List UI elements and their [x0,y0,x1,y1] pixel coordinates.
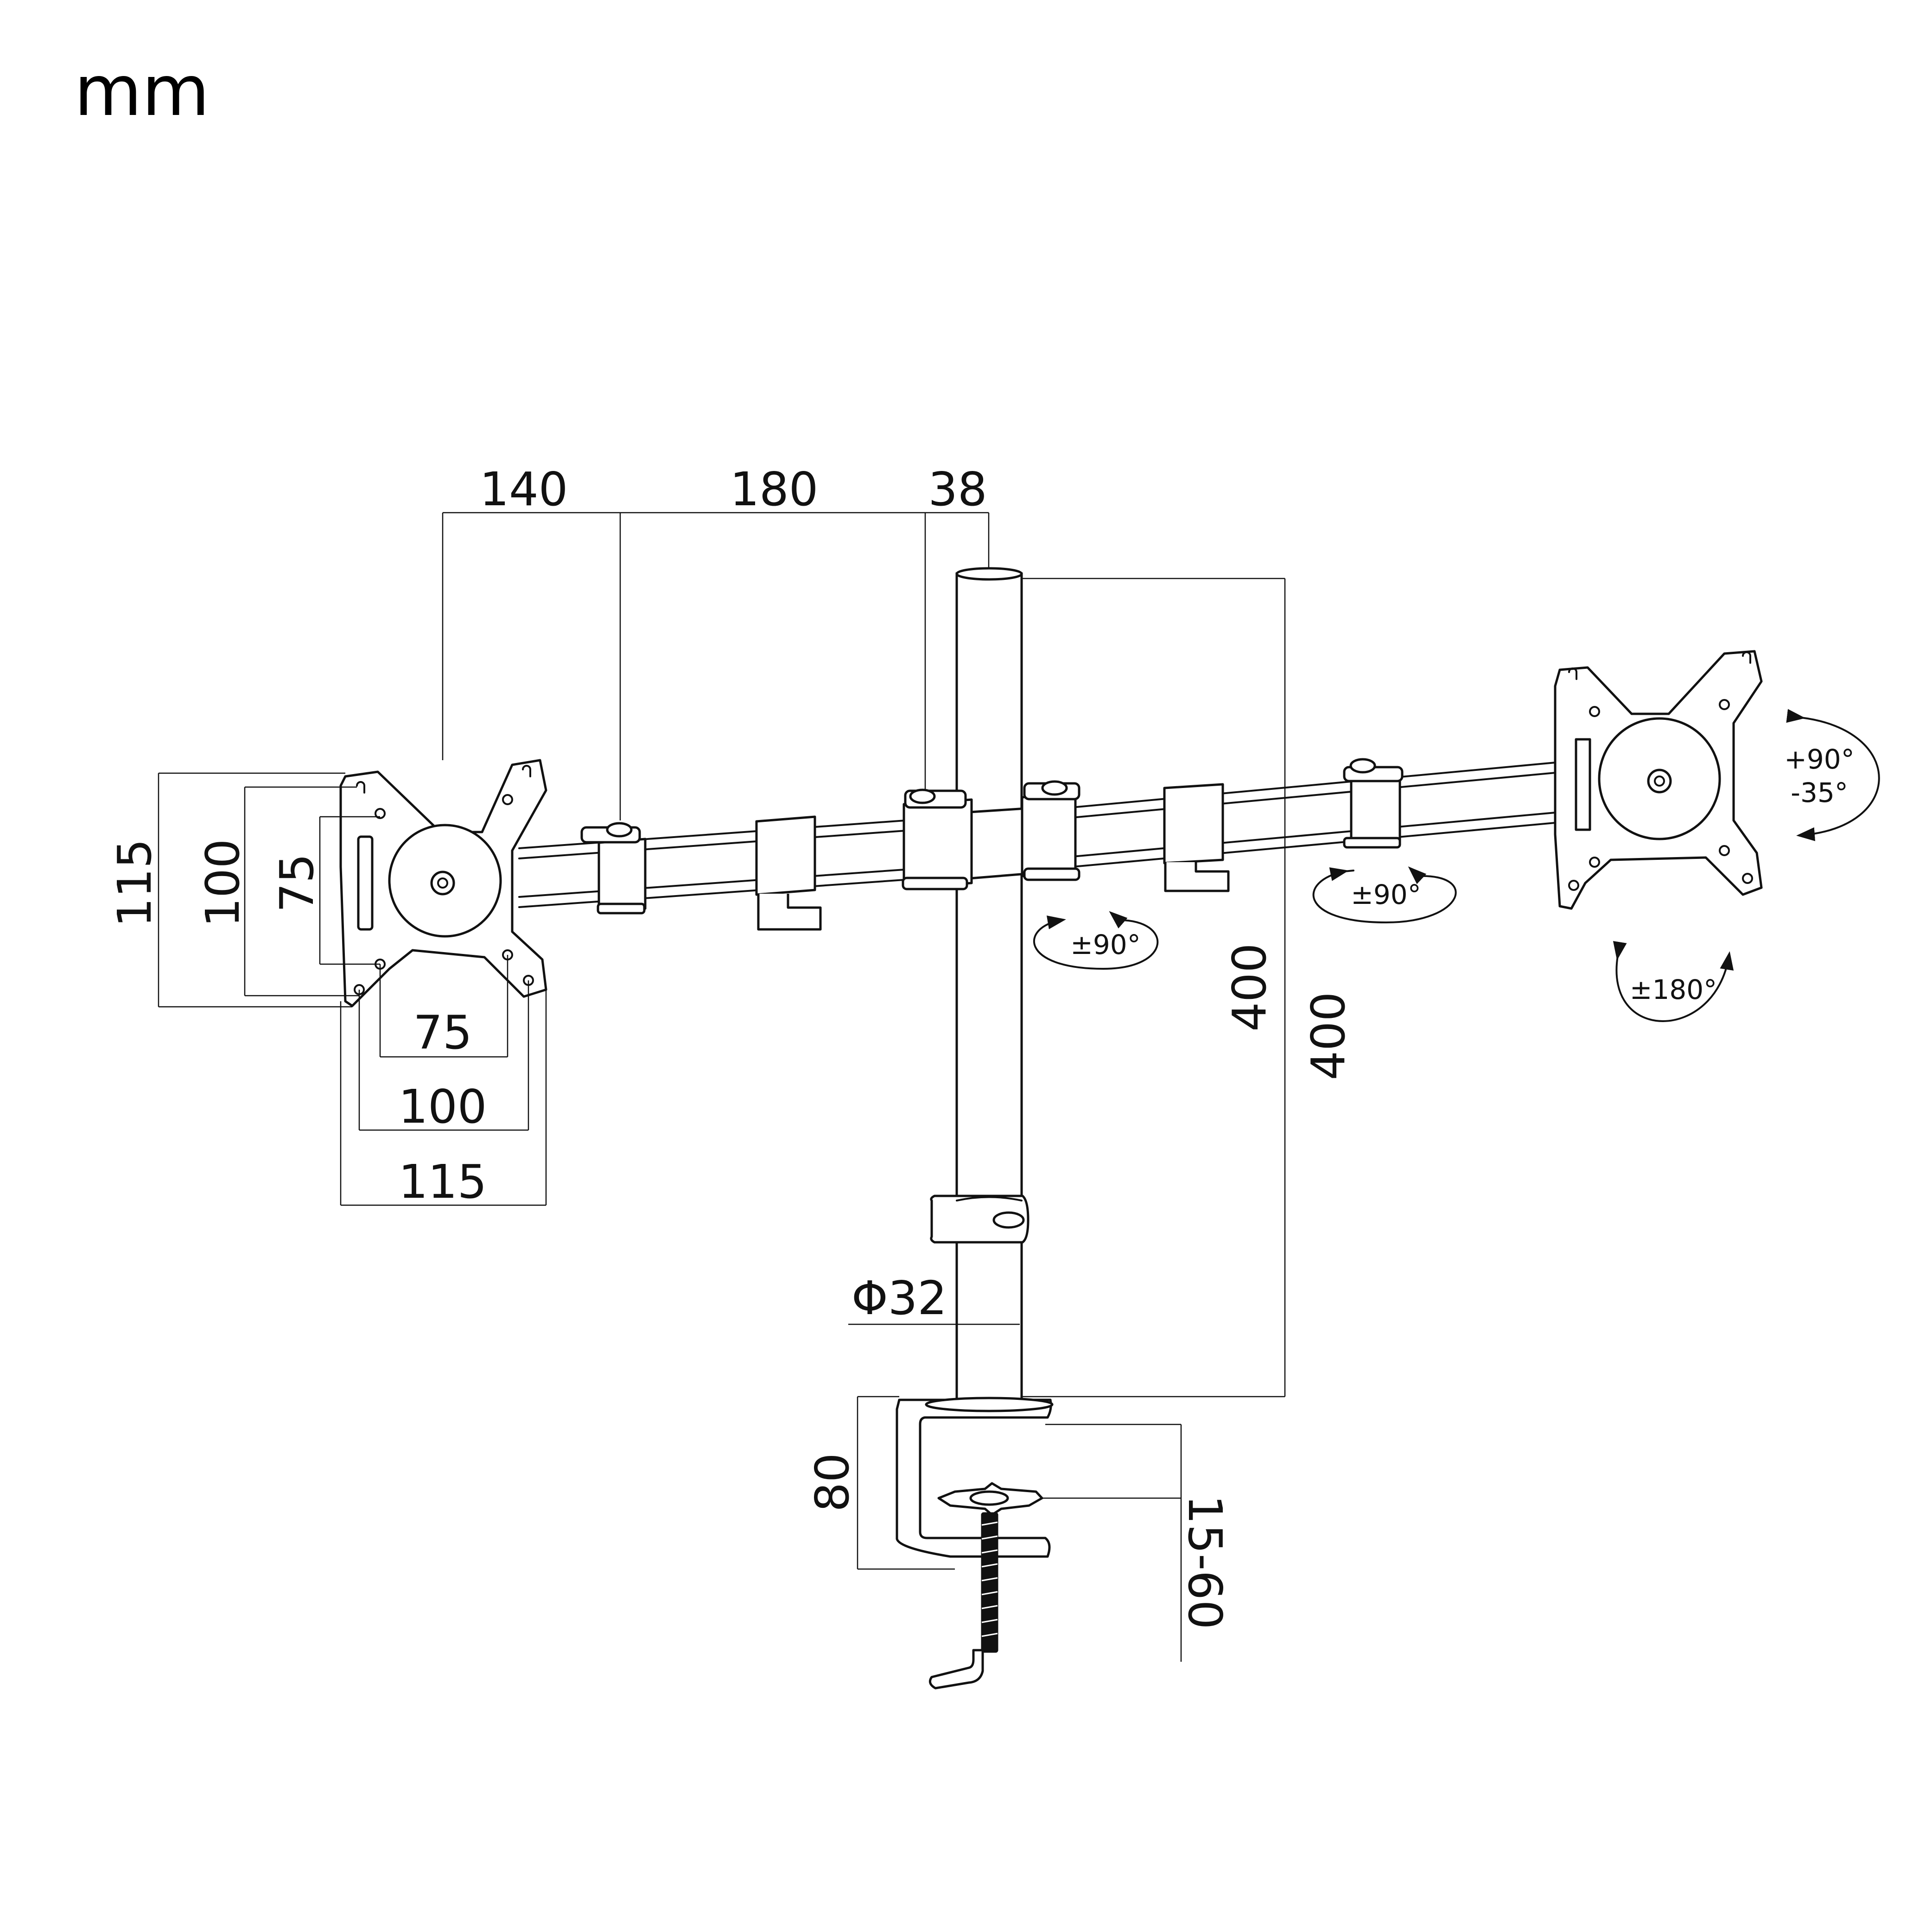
dimension-vesa-width-100: 100 [399,1080,487,1134]
rotate-plate-label: ±180° [1630,974,1717,1005]
dimension-pole-400-inner: 400 [1222,943,1277,1032]
swivel-right-label: ±90° [1351,879,1421,910]
desk-clamp [896,1397,1054,1690]
dimension-clamp-range: 15-60 [1178,1495,1232,1630]
dimension-arm-140: 140 [480,462,568,516]
dimension-arm-38: 38 [928,462,987,516]
clamp-dimension-lines [857,1396,1182,1662]
dimension-arm-180: 180 [730,462,819,516]
rotate-arrow-icon [1613,941,1734,1022]
tilt-up-label: +90° [1784,744,1854,775]
dimension-clamp-height: 80 [805,1453,859,1512]
vesa-vertical-dimension-lines [158,772,380,1008]
unit-label: mm [74,51,210,132]
dimension-pole-400-outer: 400 [1301,992,1355,1080]
arm [518,758,1582,931]
swivel-center-label: ±90° [1070,929,1140,960]
left-vesa-plate [339,759,547,1007]
tilt-down-label: -35° [1791,777,1848,808]
dimension-pole-diameter: Φ32 [852,1271,947,1325]
pole-height-dimension-lines [1020,578,1286,1398]
dimension-vesa-width-75: 75 [413,1005,472,1060]
dimension-vesa-width-115: 115 [399,1155,487,1209]
right-vesa-plate [1554,650,1763,910]
swivel-arm-right-icon [1312,866,1457,923]
swivel-arm-center-icon [1033,911,1159,970]
tilt-arrow-icon [1786,709,1880,841]
dimension-vesa-height-115: 115 [108,839,162,928]
vesa-horizontal-dimension-lines [340,955,547,1206]
dimension-vesa-height-75: 75 [270,853,324,912]
dimension-vesa-height-100: 100 [196,839,250,928]
top-dimension-lines [442,512,990,820]
